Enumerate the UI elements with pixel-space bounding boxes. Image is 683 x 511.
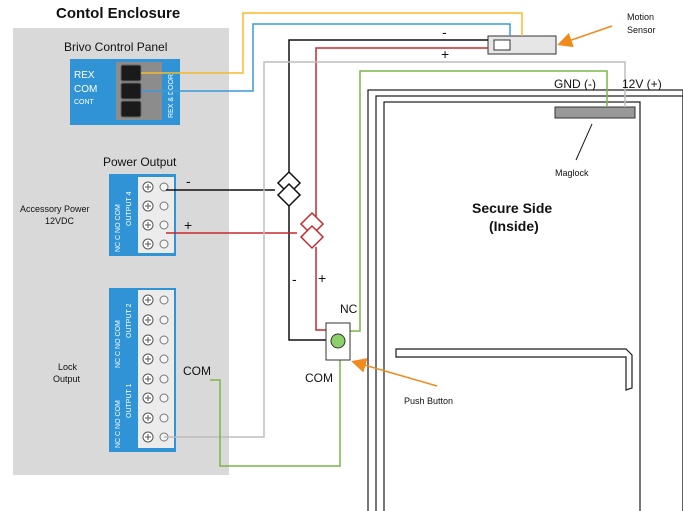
brivo-panel-terminal: REX COM CONT REX & DOOR	[70, 59, 180, 125]
lock-side-label-2: Output	[53, 374, 81, 384]
lock-block-labels-lower: NC C NO COM	[115, 400, 122, 448]
wire-red-sensor	[315, 47, 488, 218]
door-handle	[395, 348, 633, 391]
wire-plus-top-label: +	[441, 46, 449, 62]
panel-label-com: COM	[74, 84, 97, 95]
panel-label-rex: REX	[74, 70, 95, 81]
wire-red-button	[315, 247, 330, 331]
wire-gray	[164, 61, 626, 438]
wire-black-sensor	[288, 39, 488, 177]
wire-black-button	[288, 203, 326, 341]
lock-screws	[142, 294, 169, 443]
wire-blue	[141, 23, 511, 92]
door-frame	[367, 89, 683, 511]
power-side-label-1: Accessory Power	[20, 204, 90, 214]
lock-output-upper-label: OUTPUT 2	[126, 303, 133, 338]
push-button-nc-label: NC	[340, 302, 358, 316]
v12-label: 12V (+)	[622, 77, 662, 91]
push-button	[325, 322, 351, 361]
power-plus-label: +	[184, 217, 192, 233]
power-output-terminal: OUTPUT 4 NC C NO COM	[109, 174, 176, 256]
gnd-label: GND (-)	[554, 77, 596, 91]
power-block-labels: NC C NO COM	[115, 204, 122, 252]
panel-side-label: REX & DOOR	[168, 74, 175, 118]
door-title-line1: Secure Side	[472, 200, 552, 216]
motion-sensor-label-1: Motion	[627, 12, 654, 22]
power-screws	[142, 181, 169, 250]
wire-green-com	[210, 360, 341, 467]
power-side-label-2: 12VDC	[45, 216, 75, 226]
power-output-label: OUTPUT 4	[126, 191, 133, 226]
power-minus-label: -	[186, 173, 191, 189]
maglock-pointer	[575, 123, 593, 161]
enclosure-title: Contol Enclosure	[56, 5, 180, 22]
lock-output-terminal: OUTPUT 2 OUTPUT 1 NC C NO COM NC C NO CO…	[109, 288, 176, 452]
wire-yellow	[141, 12, 523, 74]
wire-minus-mid-label: -	[292, 271, 297, 287]
power-title: Power Output	[103, 155, 177, 169]
lock-output-lower-label: OUTPUT 1	[126, 383, 133, 418]
motion-sensor	[487, 35, 557, 55]
push-button-arrow	[351, 358, 438, 387]
motion-sensor-label-2: Sensor	[627, 25, 656, 35]
wire-plus-mid-label: +	[318, 270, 326, 286]
maglock-label: Maglock	[555, 168, 589, 178]
black-junction	[276, 170, 302, 208]
maglock	[554, 106, 636, 119]
red-junction	[299, 211, 325, 250]
panel-title: Brivo Control Panel	[64, 40, 167, 54]
push-button-label: Push Button	[404, 396, 453, 406]
wire-green-nc	[350, 70, 608, 332]
wire-minus-top-label: -	[442, 24, 447, 40]
lock-side-label-1: Lock	[58, 362, 78, 372]
lock-com-label: COM	[183, 364, 211, 378]
push-button-com-label: COM	[305, 371, 333, 385]
motion-sensor-arrow	[557, 25, 613, 48]
door-title-line2: (Inside)	[489, 218, 539, 234]
panel-label-cont: CONT	[74, 99, 95, 106]
lock-block-labels-upper: NC C NO COM	[115, 320, 122, 368]
